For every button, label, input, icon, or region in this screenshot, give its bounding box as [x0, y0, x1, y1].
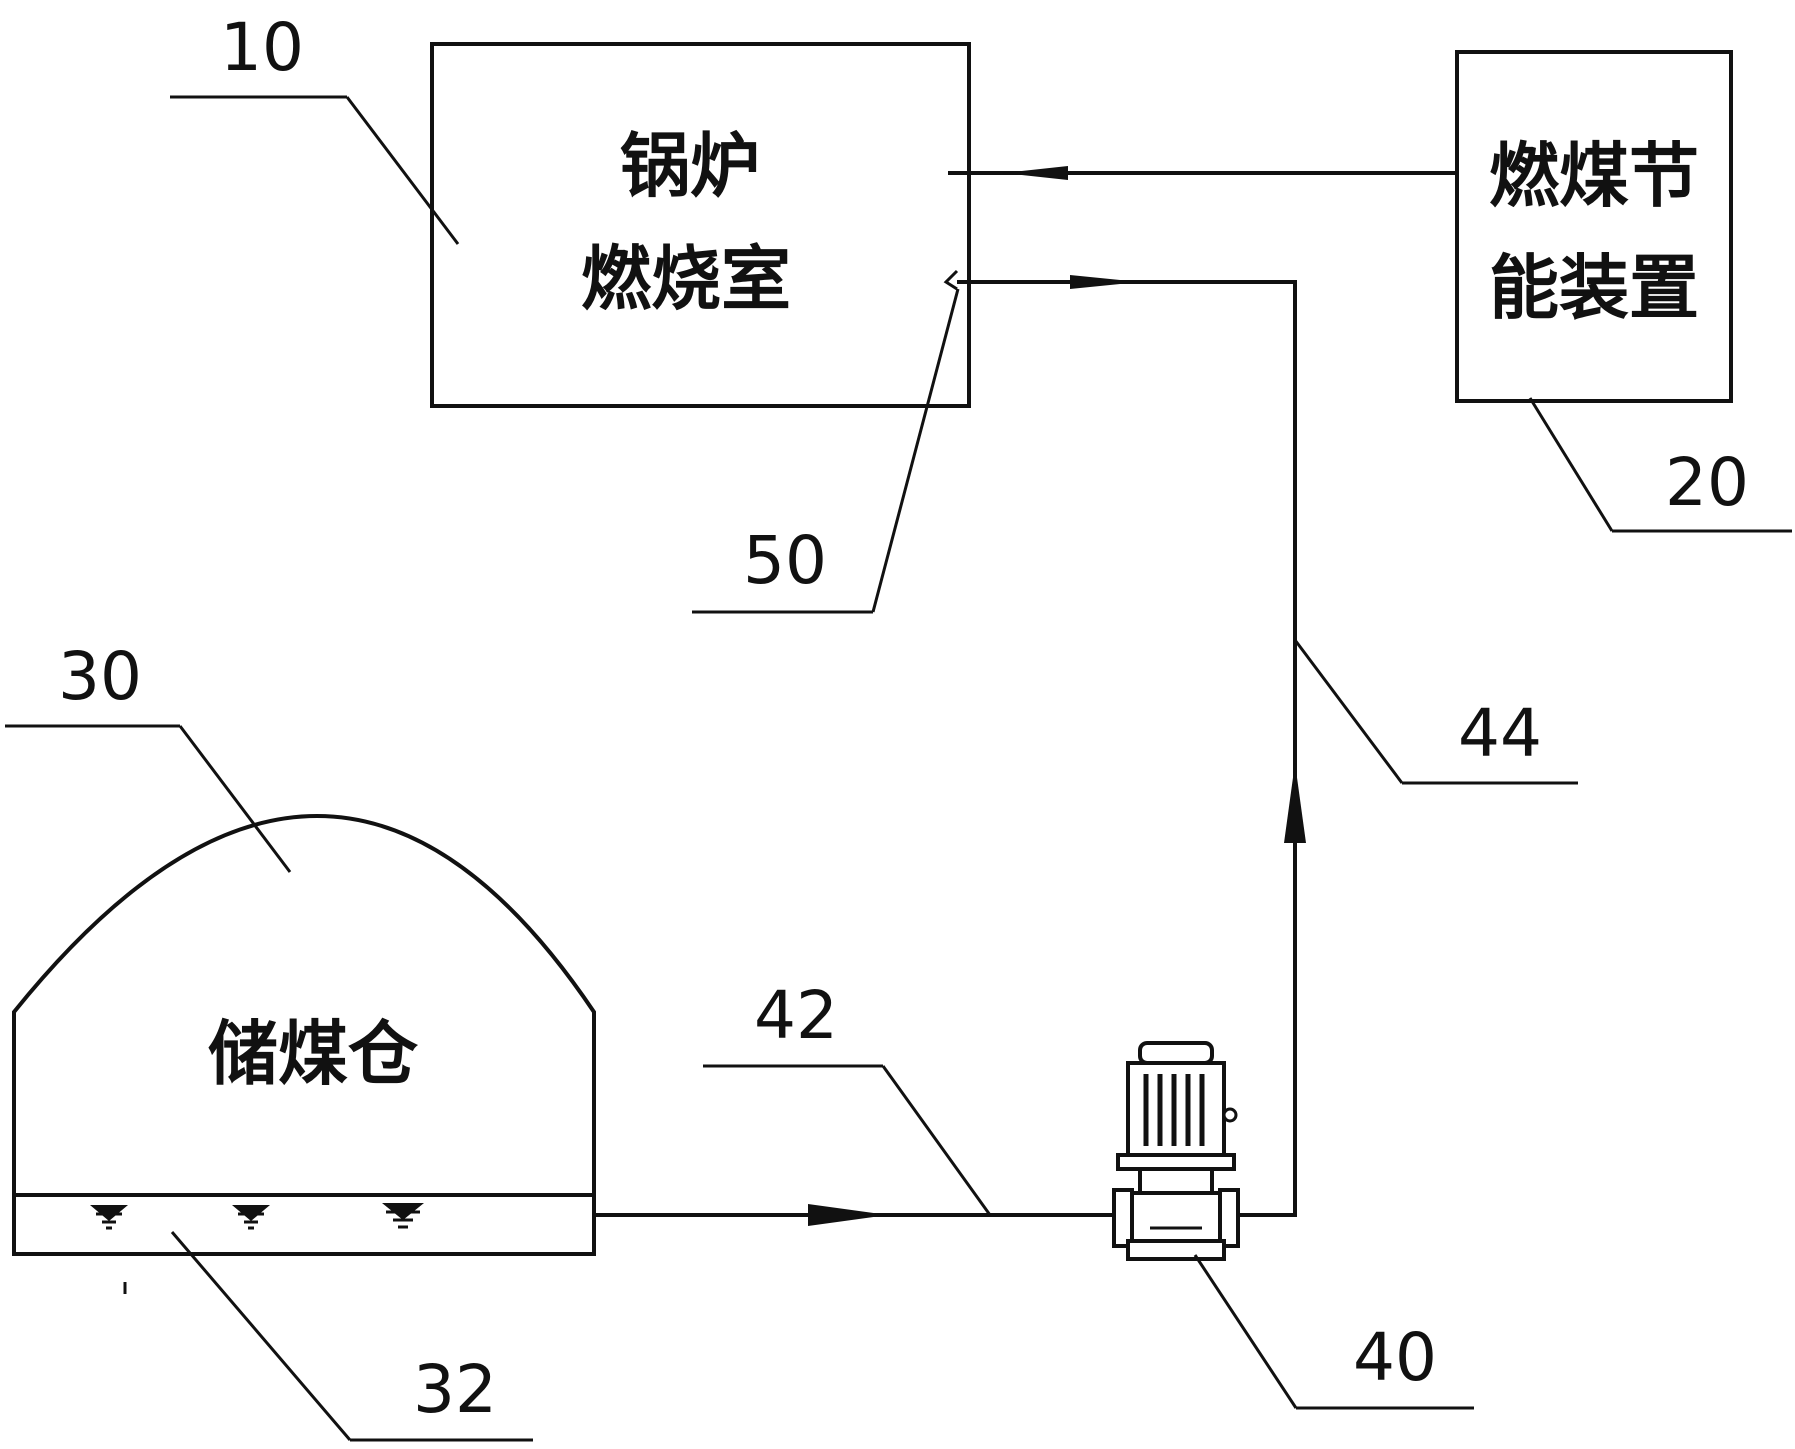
ref-32-leader: [170, 1231, 352, 1441]
ref-30-leader: [178, 725, 292, 873]
boiler-label-line2: 燃烧室: [581, 238, 791, 320]
ref-20-leader: [1528, 397, 1614, 532]
ref-44-leader: [1293, 639, 1404, 784]
ref-50-callout: 50: [692, 288, 960, 614]
boiler-combustion-chamber: 锅炉 燃烧室: [430, 42, 971, 408]
pump-icon: [1112, 1041, 1240, 1261]
coal-bunker: 储煤仓: [12, 814, 596, 1256]
ref-42-callout: 42: [703, 977, 992, 1216]
ref-42-leader: [881, 1065, 992, 1216]
ref-32-callout: 32: [170, 1231, 533, 1442]
ref-44-label: 44: [1458, 695, 1542, 772]
ref-10-callout: 10: [170, 9, 460, 245]
ref-40-label: 40: [1353, 1319, 1437, 1396]
energy-saving-device: 燃煤节 能装置: [1455, 50, 1733, 403]
inlet-pipe: [594, 1204, 1118, 1226]
ref-44-callout: 44: [1293, 639, 1578, 785]
outlet-nozzle-icon: [90, 1205, 128, 1230]
outlet-pipe-arrow-top: [1070, 275, 1140, 289]
ref-20-callout: 20: [1528, 397, 1792, 533]
device-to-boiler-arrow: [1003, 166, 1068, 180]
ref-50-label: 50: [743, 522, 827, 599]
feed-nozzle: [943, 269, 959, 291]
boiler-box: [430, 42, 971, 408]
ref-10-label: 10: [220, 9, 304, 86]
coal-bunker-label: 储煤仓: [208, 1013, 419, 1095]
outlet-nozzle-icon: [232, 1205, 270, 1230]
ref-40-callout: 40: [1193, 1254, 1474, 1410]
ref-10-leader: [345, 96, 460, 245]
outlet-nozzle-icon: [382, 1203, 424, 1229]
bunker-bottom-outlet: [90, 1203, 424, 1294]
ref-20-label: 20: [1665, 444, 1749, 521]
outlet-pipe: [957, 275, 1306, 1217]
inlet-pipe-arrow: [808, 1204, 888, 1226]
energy-saving-device-box: [1455, 50, 1733, 403]
ref-30-label: 30: [58, 638, 142, 715]
ref-32-label: 32: [413, 1351, 497, 1428]
device-to-boiler-line: [948, 166, 1457, 180]
ref-42-label: 42: [754, 977, 838, 1054]
coal-bunker-outline: [12, 814, 596, 1256]
energy-saving-device-label-line2: 能装置: [1489, 247, 1699, 329]
boiler-label-line1: 锅炉: [620, 125, 760, 207]
ref-50-leader: [871, 288, 960, 613]
feed-nozzle-tip: [943, 269, 959, 291]
outlet-pipe-arrow-vertical: [1284, 763, 1306, 843]
ref-40-leader: [1193, 1254, 1298, 1409]
energy-saving-device-label-line1: 燃煤节: [1489, 135, 1699, 217]
ref-30-callout: 30: [5, 638, 292, 873]
